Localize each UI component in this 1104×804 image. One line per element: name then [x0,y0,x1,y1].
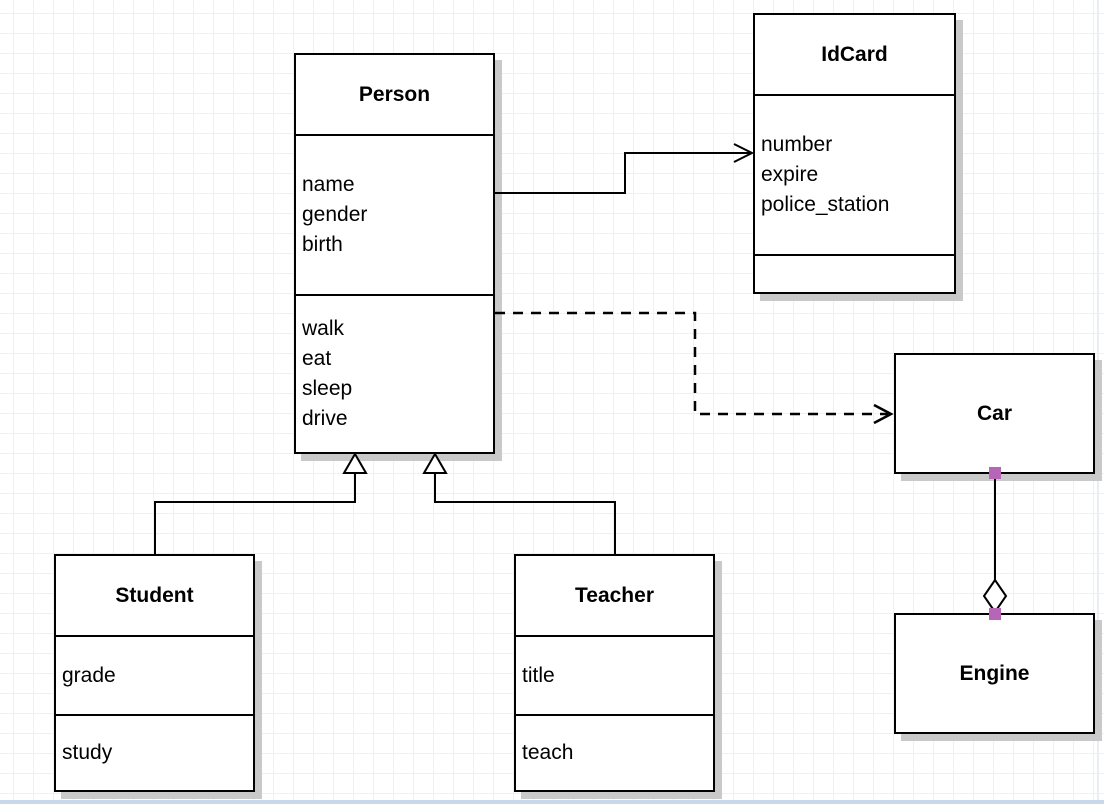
attributes-compartment: number expire police_station [755,94,954,254]
attributes-compartment: grade [56,635,253,714]
class-title: Car [976,401,1013,425]
generalization-triangle-arrowhead [422,452,448,474]
association-open-arrowhead [733,143,755,163]
class-attribute: number [761,133,833,156]
attributes-compartment: name gender birth [296,134,493,294]
class-teacher[interactable]: Teacher title teach [514,554,715,792]
class-idcard[interactable]: IdCard number expire police_station [753,13,956,294]
class-method: study [62,741,113,764]
generalization-student-person[interactable] [154,452,368,554]
methods-compartment: teach [516,714,713,790]
dependency-person-car[interactable] [495,311,894,425]
canvas-right-edge [1097,0,1099,804]
class-attribute: birth [302,233,343,256]
class-attribute: title [522,663,555,687]
class-title: IdCard [821,42,888,66]
generalization-teacher-person[interactable] [422,452,616,554]
methods-compartment-empty [755,254,954,292]
class-title: Student [115,583,194,607]
dependency-open-arrowhead [873,403,894,425]
aggregation-diamond [982,578,1008,614]
class-engine[interactable]: Engine [894,613,1095,734]
class-method: drive [302,407,348,430]
class-attribute: grade [62,663,116,687]
class-attribute: expire [761,163,819,186]
class-car[interactable]: Car [894,353,1095,474]
aggregation-car-engine[interactable] [982,467,1008,620]
class-method: sleep [302,377,353,400]
attributes-compartment: title [516,635,713,714]
class-title: Person [358,82,431,106]
class-person[interactable]: Person name gender birth walk eat sleep … [294,53,495,454]
class-attribute: police_station [761,193,890,216]
class-title: Teacher [575,583,654,607]
methods-compartment: study [56,714,253,790]
canvas-bottom-edge [0,800,1104,804]
association-person-idcard[interactable] [495,143,755,194]
class-method: eat [302,347,332,370]
class-student[interactable]: Student grade study [54,554,255,792]
class-attribute: name [302,173,355,196]
class-method: teach [522,741,574,764]
generalization-triangle-arrowhead [342,452,368,474]
class-attribute: gender [302,203,368,226]
methods-compartment: walk eat sleep drive [296,294,493,452]
class-title: Engine [959,661,1030,685]
class-method: walk [302,317,345,340]
